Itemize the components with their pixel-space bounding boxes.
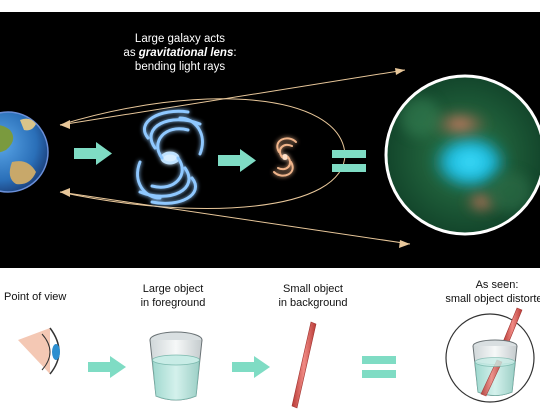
caption-line-1: Large galaxy acts bbox=[134, 33, 226, 45]
lensing-diagram bbox=[0, 68, 540, 248]
arrow-icon bbox=[88, 356, 126, 378]
label-small-object: Small object in background bbox=[278, 283, 348, 309]
lower-ray-left bbox=[59, 191, 411, 245]
caption-line-3: bending light rays bbox=[134, 61, 226, 73]
lens-caption: Large galaxy acts as gravitational lens:… bbox=[100, 32, 260, 74]
glass-icon bbox=[149, 331, 203, 401]
straw-icon bbox=[291, 321, 317, 409]
label-as-seen: As seen: small object distorted bbox=[445, 279, 540, 305]
ray-arrowhead-lower bbox=[60, 188, 70, 197]
spiral-galaxy-icon bbox=[136, 109, 204, 205]
arrow-icon bbox=[218, 149, 256, 172]
lensed-image bbox=[384, 74, 540, 236]
label-point-of-view: Point of view bbox=[4, 291, 67, 303]
distorted-result bbox=[445, 307, 535, 403]
upper-ray-left bbox=[59, 69, 406, 126]
label-large-object: Large object in foreground bbox=[140, 283, 206, 309]
analogy-panel: Point of view Large object in foreground… bbox=[0, 268, 540, 420]
lensing-panel: Large galaxy acts as gravitational lens:… bbox=[0, 12, 540, 268]
earth-icon bbox=[0, 111, 49, 193]
small-galaxy-icon bbox=[273, 137, 297, 177]
caption-emphasis: gravitational lens bbox=[138, 47, 234, 59]
equals-icon bbox=[332, 150, 366, 172]
arrow-icon bbox=[232, 356, 270, 378]
arrow-icon bbox=[74, 142, 112, 165]
eye-icon bbox=[18, 327, 60, 375]
equals-icon bbox=[362, 356, 396, 378]
analogy-diagram bbox=[18, 307, 535, 409]
caption-line-2: as gravitational lens: bbox=[123, 47, 237, 59]
ray-arrowhead-upper bbox=[60, 120, 70, 129]
